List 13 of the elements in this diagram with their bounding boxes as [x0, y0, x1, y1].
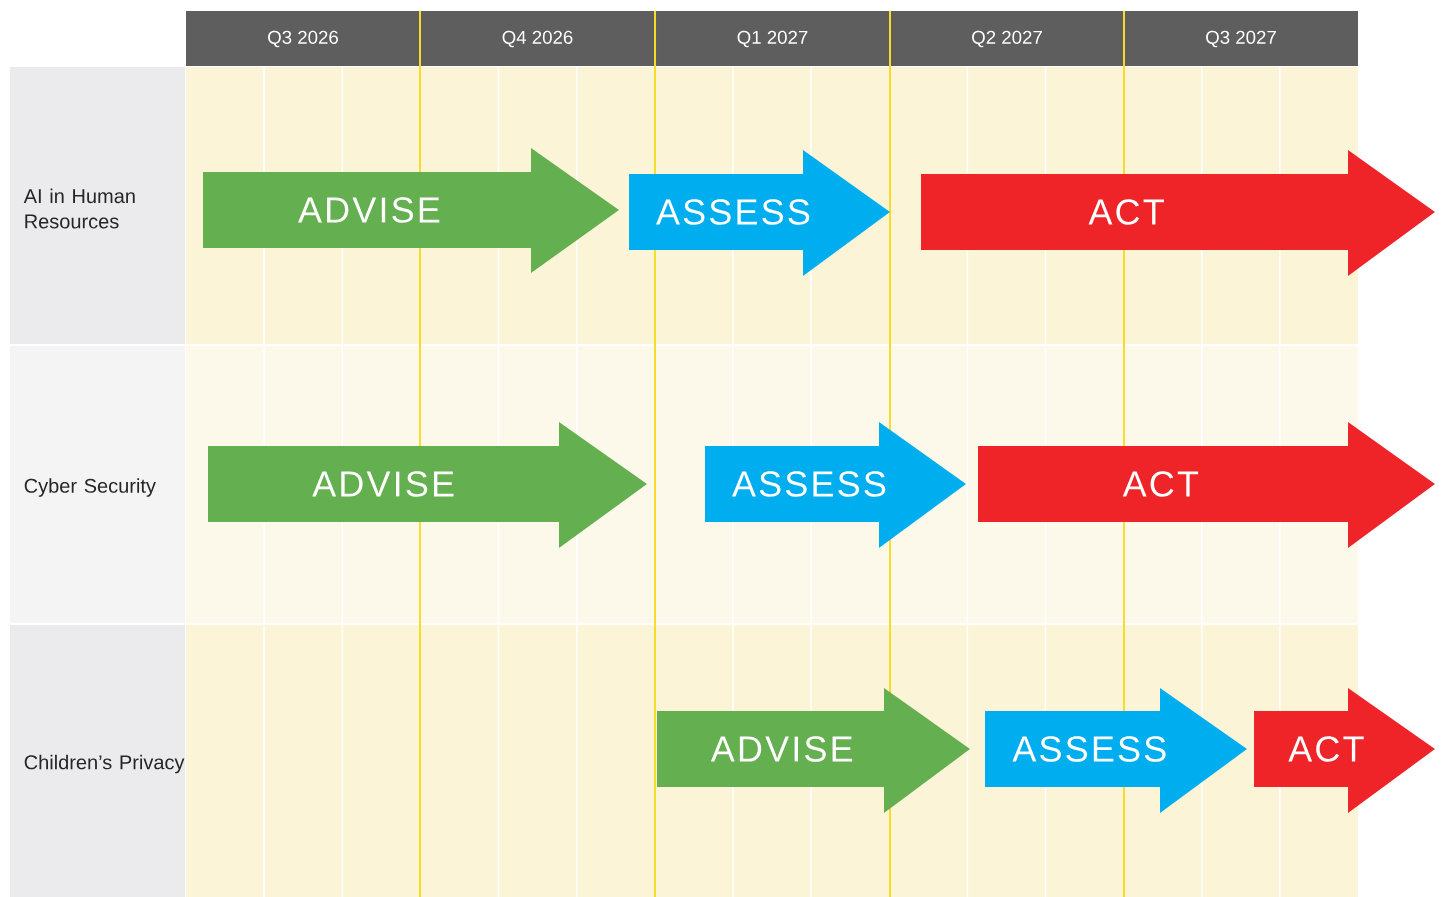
node-label: Q1 2027 — [737, 30, 808, 48]
row-label: AI in Human Resources — [10, 67, 185, 344]
node-label: Q4 2026 — [502, 30, 573, 48]
row-label: Children’s Privacy — [10, 625, 185, 897]
quarter-header: Q3 2026 — [186, 11, 420, 66]
quarter-header: Q1 2027 — [656, 11, 890, 66]
node-label: Q2 2027 — [972, 30, 1042, 48]
quarter-header: Q4 2026 — [421, 11, 655, 66]
quarter-header: Q3 2027 — [1125, 11, 1358, 66]
row-label: Cyber Security — [10, 346, 185, 623]
node-label: Q3 2027 — [1206, 30, 1276, 48]
node-label: Q3 2026 — [268, 30, 338, 48]
quarter-header: Q2 2027 — [891, 11, 1124, 66]
